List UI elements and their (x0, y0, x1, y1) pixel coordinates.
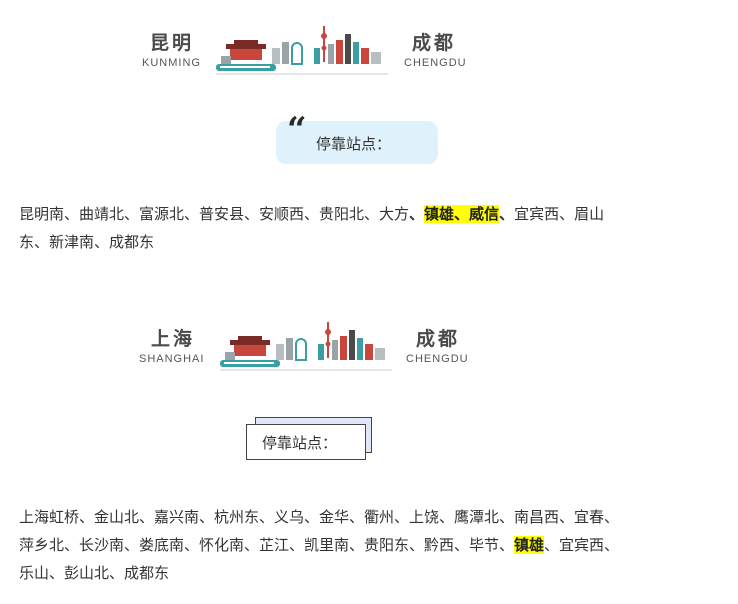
from-city-en: SHANGHAI (139, 353, 205, 365)
from-city-cn: 上海 (151, 328, 196, 350)
route-line-2: 萍乡北、长沙南、娄底南、怀化南、芷江、凯里南、贵阳东、黔西、毕节、镇雄、宜宾西、 (19, 536, 620, 554)
highlighted-stops: 镇雄 (514, 536, 545, 554)
stops-box (246, 424, 366, 460)
stops-label: 停靠站点： (262, 434, 338, 452)
city-skyline-illustration (220, 322, 392, 371)
from-city-en: KUNMING (142, 57, 201, 69)
to-city-en: CHENGDU (406, 353, 469, 365)
highlighted-stops: 镇雄、威信 (424, 205, 500, 223)
route-line-2: 东、新津南、成都东 (19, 233, 155, 251)
from-city-cn: 昆明 (150, 32, 195, 54)
to-city-en: CHENGDU (404, 57, 467, 69)
stops-label: 停靠站点： (316, 135, 392, 153)
to-city-cn: 成都 (416, 328, 461, 350)
route-line-1: 上海虹桥、金山北、嘉兴南、杭州东、义乌、金华、衢州、上饶、鹰潭北、南昌西、宜春、 (19, 508, 620, 526)
quote-icon: “ (287, 110, 307, 150)
route-line-1: 昆明南、曲靖北、富源北、普安县、安顺西、贵阳北、大方、镇雄、威信、宜宾西、眉山 (19, 205, 605, 223)
to-city-cn: 成都 (412, 32, 457, 54)
route-line-3: 乐山、彭山北、成都东 (19, 564, 170, 582)
route-stops-text: 昆明南、曲靖北、富源北、普安县、安顺西、贵阳北、大方、镇雄、威信、宜宾西、眉山 … (19, 200, 604, 256)
city-skyline-illustration (216, 26, 388, 75)
stops-bubble (276, 121, 438, 164)
route-stops-text: 上海虹桥、金山北、嘉兴南、杭州东、义乌、金华、衢州、上饶、鹰潭北、南昌西、宜春、… (19, 503, 619, 587)
